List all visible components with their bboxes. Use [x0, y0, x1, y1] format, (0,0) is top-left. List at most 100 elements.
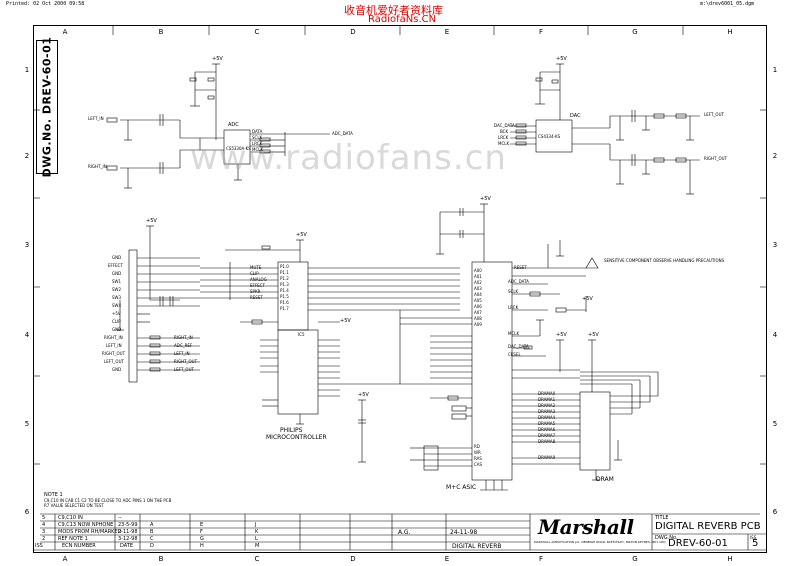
- asic-pin: MCLK: [508, 331, 520, 336]
- notes-block: NOTE 1 C9,C10 IN CAB C1 C2 TO BE CLOSE T…: [44, 492, 171, 508]
- asic-pin: RAS: [474, 456, 482, 461]
- connector-pin: GND: [112, 271, 122, 276]
- column-label: H: [727, 28, 733, 36]
- connector-pin: EFFECT: [108, 263, 123, 268]
- asic-pin: A04: [474, 292, 482, 297]
- connector-net: RIGHT_IN: [174, 335, 193, 340]
- asic-pin: A09: [474, 322, 482, 327]
- asic-section: [340, 203, 599, 491]
- dac-part: CS4334-KS: [538, 134, 561, 139]
- asic-pin: RESET: [514, 265, 527, 270]
- asic-pin: A00: [474, 268, 482, 273]
- adc-pin: DATA: [252, 129, 263, 134]
- grid-letter: L: [255, 536, 258, 542]
- row-label: 4: [772, 331, 778, 339]
- connector-section: [116, 225, 200, 383]
- notes-title: NOTE 1: [44, 492, 63, 498]
- notes-line: R7 VALUE SELECTED ON TEST: [44, 503, 104, 508]
- micro-port: P1.5: [280, 294, 289, 299]
- asic-pin: LRCK: [508, 305, 519, 310]
- dram-name: DRAM: [596, 476, 614, 483]
- rev-header: DATE: [120, 543, 134, 549]
- column-label: E: [444, 555, 450, 563]
- drawn-date: 24-11-98: [450, 529, 478, 536]
- asic-pin: CKSEL: [508, 352, 521, 357]
- rev-ecn: C9,C13 NOW NPHONE: [58, 522, 114, 528]
- dram-pin: DRAMA1: [538, 397, 556, 402]
- row-label: 3: [772, 241, 778, 249]
- row-label: 6: [24, 508, 30, 516]
- watermark-url: www.radiofans.cn: [190, 138, 507, 178]
- supply-label: +5V: [340, 318, 351, 324]
- watermark-chinese: 收音机爱好者资料库: [344, 4, 443, 17]
- asic-pin: A03: [474, 286, 482, 291]
- micro-signal: MUTE: [250, 265, 262, 270]
- esd-warning: SENSITIVE COMPONENT OBSERVE HANDLING PRE…: [604, 258, 725, 263]
- connector-pin: GND: [112, 327, 122, 332]
- decoupling-section: [358, 399, 366, 463]
- rev-date: 23-5-99: [118, 522, 138, 528]
- dram-pin: DRAMA4: [538, 415, 556, 420]
- column-label: F: [538, 555, 544, 563]
- asic-pin: DAC_DATA: [508, 344, 529, 349]
- rev-header: ISS: [35, 543, 43, 549]
- watermark-english: RadiofaNs.CN: [368, 14, 437, 25]
- connector-pin: SW2: [112, 287, 122, 292]
- dram-pin: DRAMA6: [538, 427, 556, 432]
- asic-pin: A02: [474, 280, 482, 285]
- dac-pin: DAC_DATA: [494, 123, 515, 128]
- adc-part: CS5330A-KS: [226, 146, 251, 151]
- dac-pin: MCLK: [498, 141, 510, 146]
- grid-letter: M: [255, 543, 260, 549]
- grid-letter: D: [150, 543, 154, 549]
- connector-pin: RIGHT_OUT: [102, 351, 126, 356]
- rev-iss: 3: [42, 529, 46, 535]
- rev-iss: 5: [42, 515, 46, 521]
- drawing-title: DIGITAL REVERB PCB: [655, 521, 761, 532]
- connector-pin: RIGHT_IN: [104, 335, 123, 340]
- column-label: D: [350, 555, 356, 563]
- row-label: 4: [24, 331, 30, 339]
- row-label: 5: [24, 420, 30, 428]
- column-label: B: [158, 28, 164, 36]
- connector-pin: GND: [112, 367, 122, 372]
- grid-letter: G: [200, 536, 204, 542]
- column-label: F: [538, 28, 544, 36]
- micro-signal: RESET: [250, 295, 263, 300]
- grid-letter: J: [255, 522, 257, 528]
- dac-output-label: RIGHT_OUT: [704, 156, 728, 161]
- row-label: 1: [24, 66, 30, 74]
- micro-name: MICROCONTROLLER: [266, 434, 327, 441]
- adc-pin: SCLK: [252, 135, 263, 140]
- asic-pin: A05: [474, 298, 482, 303]
- grid-letter: A: [150, 522, 154, 528]
- column-label: D: [350, 28, 356, 36]
- row-label: 2: [24, 152, 30, 160]
- asic-pin: A07: [474, 310, 482, 315]
- rev-iss: 4: [42, 522, 46, 528]
- rev-date: 3-12-98: [118, 536, 138, 542]
- dram-pin: DRAMA5: [538, 421, 556, 426]
- right-in-label: RIGHT_IN: [88, 164, 107, 169]
- title-label: TITLE: [655, 515, 669, 521]
- iss-label: ISS: [750, 535, 757, 540]
- grid-letter: E: [200, 522, 204, 528]
- dwg-label: DWG.No.: [655, 535, 678, 541]
- connector-pin: CLIP: [112, 319, 121, 324]
- connector-pin: +5V: [112, 311, 121, 316]
- supply-label: +5V: [588, 332, 599, 338]
- supply-label: +5V: [480, 196, 491, 202]
- title-block-lines: [33, 513, 767, 551]
- connector-net: LEFT_OUT: [174, 367, 194, 372]
- drawing-number: DREV-60-01: [668, 538, 728, 549]
- row-label: 2: [772, 152, 778, 160]
- grid-letter: B: [150, 529, 154, 535]
- adc-output-label: ADC_DATA: [332, 131, 353, 136]
- rev-ecn: C9,C10 IN: [58, 515, 83, 521]
- rev-ecn: REF NOTE 1: [58, 536, 88, 542]
- column-label: H: [727, 555, 733, 563]
- connector-pin: SW1: [112, 279, 122, 284]
- connector-net: LEFT_IN: [174, 351, 190, 356]
- asic-pin: ADC_DATA: [508, 279, 529, 284]
